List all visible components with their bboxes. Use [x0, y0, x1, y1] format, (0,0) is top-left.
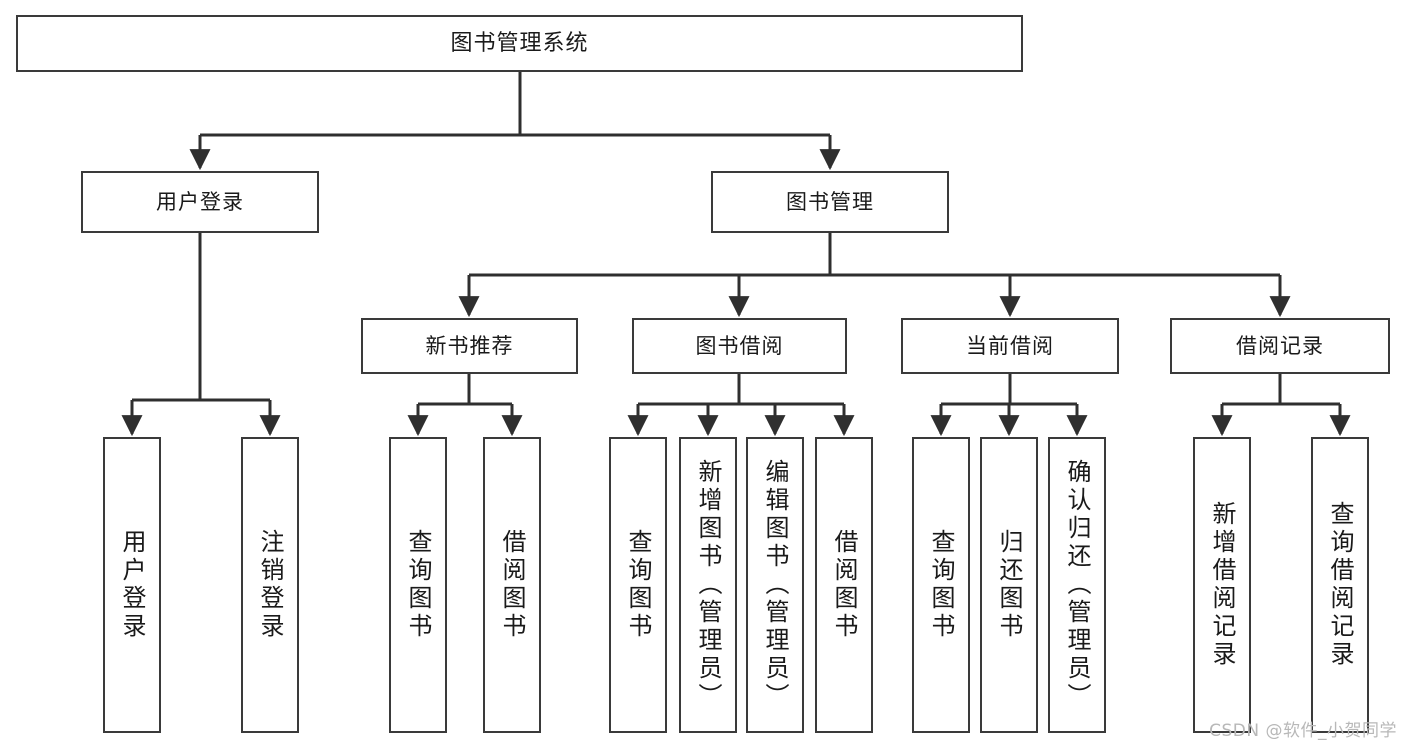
node-label: 图书借阅: [695, 333, 784, 358]
node-label: 新增图书（管理员）: [694, 459, 722, 711]
node-label: 借阅记录: [1236, 333, 1324, 358]
node-label: 新书推荐: [425, 333, 514, 358]
node-borrow-record[interactable]: 借阅记录: [1170, 318, 1390, 374]
node-label: 图书管理: [786, 189, 874, 214]
node-label: 归还图书: [995, 529, 1023, 641]
leaf-confirm-return-admin[interactable]: 确认归还（管理员）: [1048, 437, 1106, 733]
node-current-borrow[interactable]: 当前借阅: [901, 318, 1119, 374]
node-label: 注销登录: [256, 529, 284, 641]
node-label: 用户登录: [156, 189, 244, 214]
leaf-user-login[interactable]: 用户登录: [103, 437, 161, 733]
leaf-edit-book-admin[interactable]: 编辑图书（管理员）: [746, 437, 804, 733]
leaf-query-book-current[interactable]: 查询图书: [912, 437, 970, 733]
csdn-watermark: CSDN @软件_小贺同学: [1209, 721, 1397, 741]
node-label: 当前借阅: [966, 333, 1054, 358]
node-label: 编辑图书（管理员）: [761, 459, 789, 711]
leaf-query-book-new[interactable]: 查询图书: [389, 437, 447, 733]
node-book-management[interactable]: 图书管理: [711, 171, 949, 233]
node-label: 用户登录: [118, 529, 146, 641]
node-label: 查询图书: [927, 529, 955, 641]
node-label: 查询借阅记录: [1326, 501, 1354, 669]
node-root-book-management-system[interactable]: 图书管理系统: [16, 15, 1023, 72]
node-label: 新增借阅记录: [1208, 501, 1236, 669]
node-book-borrow[interactable]: 图书借阅: [632, 318, 847, 374]
leaf-logout[interactable]: 注销登录: [241, 437, 299, 733]
leaf-add-borrow-record[interactable]: 新增借阅记录: [1193, 437, 1251, 733]
leaf-query-borrow-record[interactable]: 查询借阅记录: [1311, 437, 1369, 733]
node-label: 查询图书: [624, 529, 652, 641]
node-label: 借阅图书: [830, 529, 858, 641]
node-user-login[interactable]: 用户登录: [81, 171, 319, 233]
leaf-add-book-admin[interactable]: 新增图书（管理员）: [679, 437, 737, 733]
leaf-borrow-book-new[interactable]: 借阅图书: [483, 437, 541, 733]
node-label: 图书管理系统: [450, 30, 589, 56]
node-label: 借阅图书: [498, 529, 526, 641]
leaf-borrow-book[interactable]: 借阅图书: [815, 437, 873, 733]
node-new-book-recommendation[interactable]: 新书推荐: [361, 318, 578, 374]
node-label: 确认归还（管理员）: [1063, 459, 1091, 711]
leaf-return-book[interactable]: 归还图书: [980, 437, 1038, 733]
node-label: 查询图书: [404, 529, 432, 641]
leaf-query-book-borrow[interactable]: 查询图书: [609, 437, 667, 733]
